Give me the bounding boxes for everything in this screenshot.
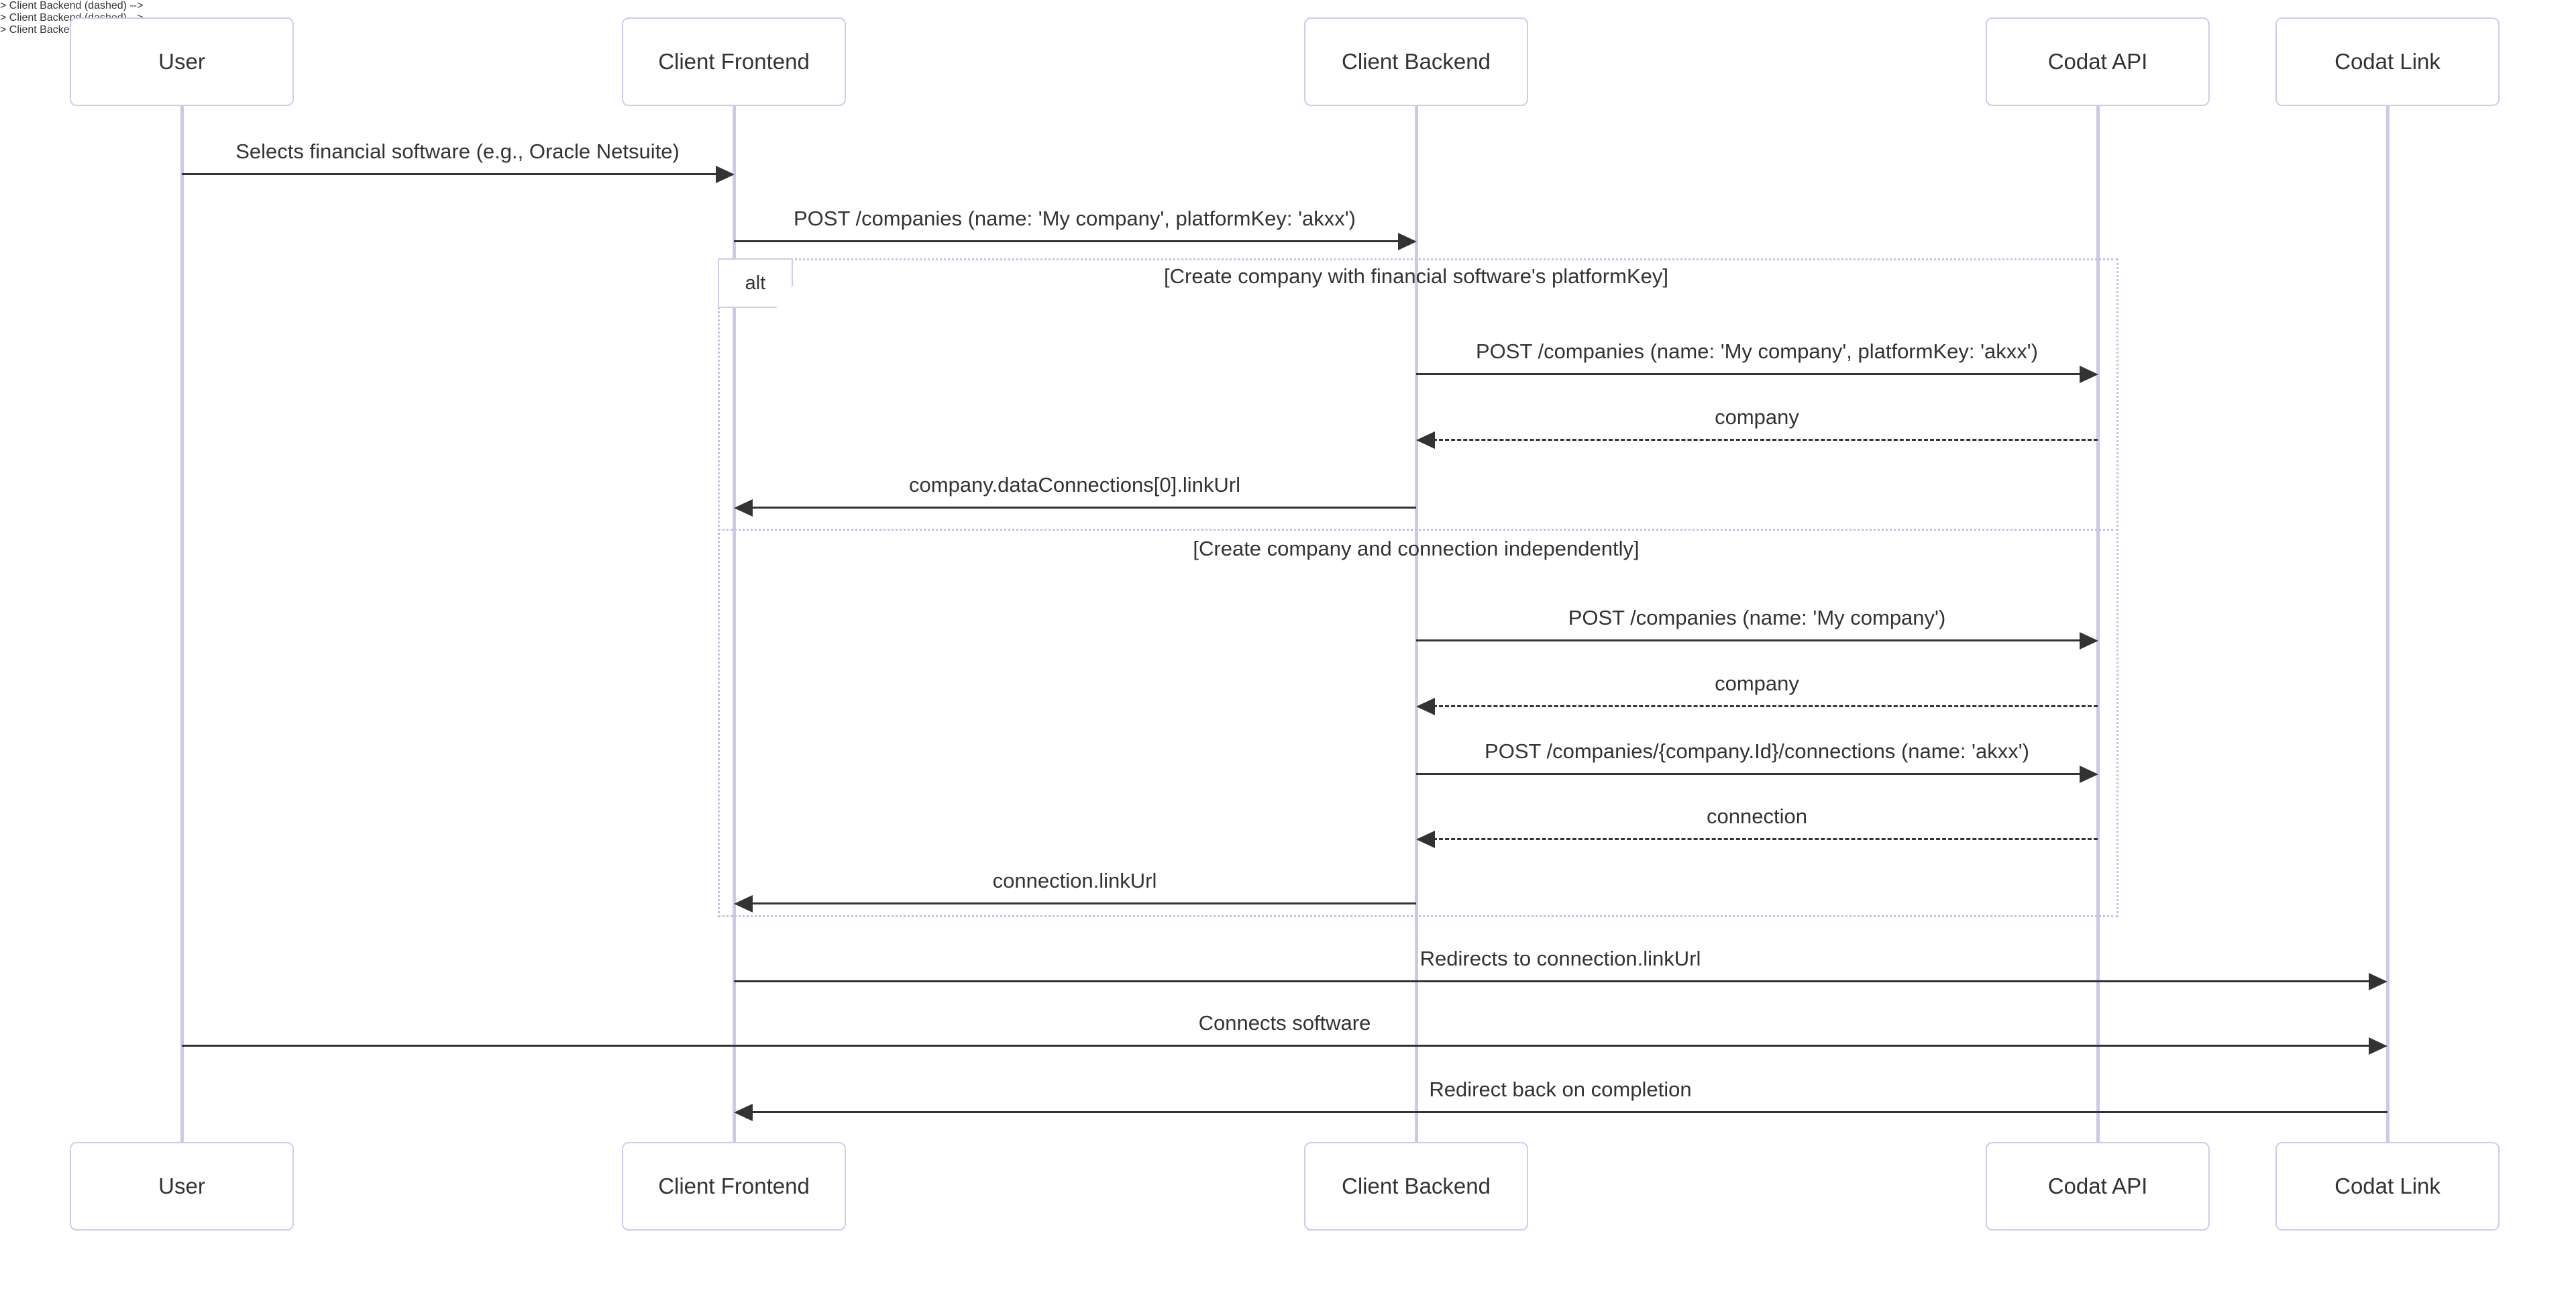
- message-label: Connects software: [1198, 1011, 1371, 1035]
- message-line: [1416, 773, 2082, 775]
- message-label: POST /companies (name: 'My company', pla…: [1476, 340, 2038, 363]
- message-line: [734, 240, 1399, 242]
- message-label: Redirect back on completion: [1429, 1078, 1692, 1101]
- actor-codat-api-bottom: Codat API: [1986, 1142, 2210, 1231]
- arrowhead-icon: [2080, 632, 2098, 650]
- actor-label: Codat API: [2047, 1174, 2148, 1198]
- actor-user-bottom: User: [70, 1142, 294, 1231]
- alt-frame: [718, 258, 2118, 917]
- actor-client-backend-bottom: Client Backend: [1304, 1142, 1528, 1231]
- message-label: POST /companies/{company.Id}/connections…: [1485, 739, 2029, 763]
- arrowhead-icon: [734, 895, 753, 913]
- message-line: [751, 902, 1416, 904]
- arrowhead-icon: [716, 166, 735, 183]
- actor-label: Client Frontend: [658, 1174, 810, 1198]
- message-label: Redirects to connection.linkUrl: [1419, 947, 1701, 970]
- actor-user-top: User: [70, 17, 294, 106]
- message-line: [182, 173, 717, 175]
- message-line: [1433, 838, 2098, 840]
- message-label: Selects financial software (e.g., Oracle…: [235, 140, 680, 163]
- message-line: [751, 507, 1416, 509]
- actor-codat-link-top: Codat Link: [2275, 17, 2500, 106]
- alt-label: alt: [718, 258, 793, 308]
- lifeline-codat-api: [2096, 106, 2100, 1143]
- arrowhead-icon: [1416, 431, 1435, 449]
- message-line: [734, 980, 2369, 982]
- message-label: POST /companies (name: 'My company'): [1568, 606, 1946, 629]
- actor-label: Codat Link: [2334, 49, 2440, 74]
- message-line: [1416, 639, 2082, 641]
- arrowhead-icon: [2080, 366, 2098, 383]
- alt-condition-2: [Create company and connection independe…: [1193, 537, 1640, 560]
- alt-divider: [718, 529, 2118, 531]
- actor-label: Codat Link: [2334, 1174, 2440, 1198]
- message-line: [1416, 373, 2082, 375]
- message-line: [1433, 705, 2098, 707]
- lifeline-user: [180, 106, 184, 1143]
- actor-codat-api-top: Codat API: [1986, 17, 2210, 106]
- message-label: company: [1715, 672, 1799, 695]
- actor-label: User: [158, 1174, 205, 1198]
- lifeline-client-backend: [1415, 106, 1418, 1143]
- arrowhead-icon: [2369, 973, 2387, 990]
- message-label: connection: [1707, 804, 1807, 828]
- message-label: POST /companies (name: 'My company', pla…: [794, 207, 1356, 230]
- alt-condition-1: [Create company with financial software'…: [1164, 264, 1668, 288]
- arrowhead-icon: [734, 1104, 753, 1121]
- arrowhead-icon: [734, 499, 753, 517]
- arrowhead-icon: [1398, 233, 1417, 250]
- message-line: [182, 1045, 2369, 1047]
- arrowhead-icon: [2369, 1037, 2387, 1055]
- lifeline-client-frontend: [733, 106, 736, 1143]
- message-label: company.dataConnections[0].linkUrl: [909, 473, 1240, 497]
- actor-client-backend-top: Client Backend: [1304, 17, 1528, 106]
- actor-label: Client Frontend: [658, 49, 810, 74]
- actor-label: Client Backend: [1342, 49, 1491, 74]
- arrowhead-icon: [1416, 698, 1435, 715]
- message-label: connection.linkUrl: [992, 869, 1157, 892]
- alt-label-text: alt: [745, 272, 766, 294]
- actor-label: Codat API: [2047, 49, 2148, 74]
- actor-codat-link-bottom: Codat Link: [2275, 1142, 2500, 1231]
- arrowhead-icon: [2080, 766, 2098, 783]
- actor-client-frontend-top: Client Frontend: [622, 17, 846, 106]
- arrowhead-icon: [1416, 831, 1435, 848]
- actor-label: User: [158, 49, 205, 74]
- message-line: [751, 1111, 2387, 1113]
- actor-client-frontend-bottom: Client Frontend: [622, 1142, 846, 1231]
- message-label: company: [1715, 405, 1799, 429]
- lifeline-codat-link: [2386, 106, 2390, 1143]
- message-line: [1433, 439, 2098, 441]
- actor-label: Client Backend: [1342, 1174, 1491, 1198]
